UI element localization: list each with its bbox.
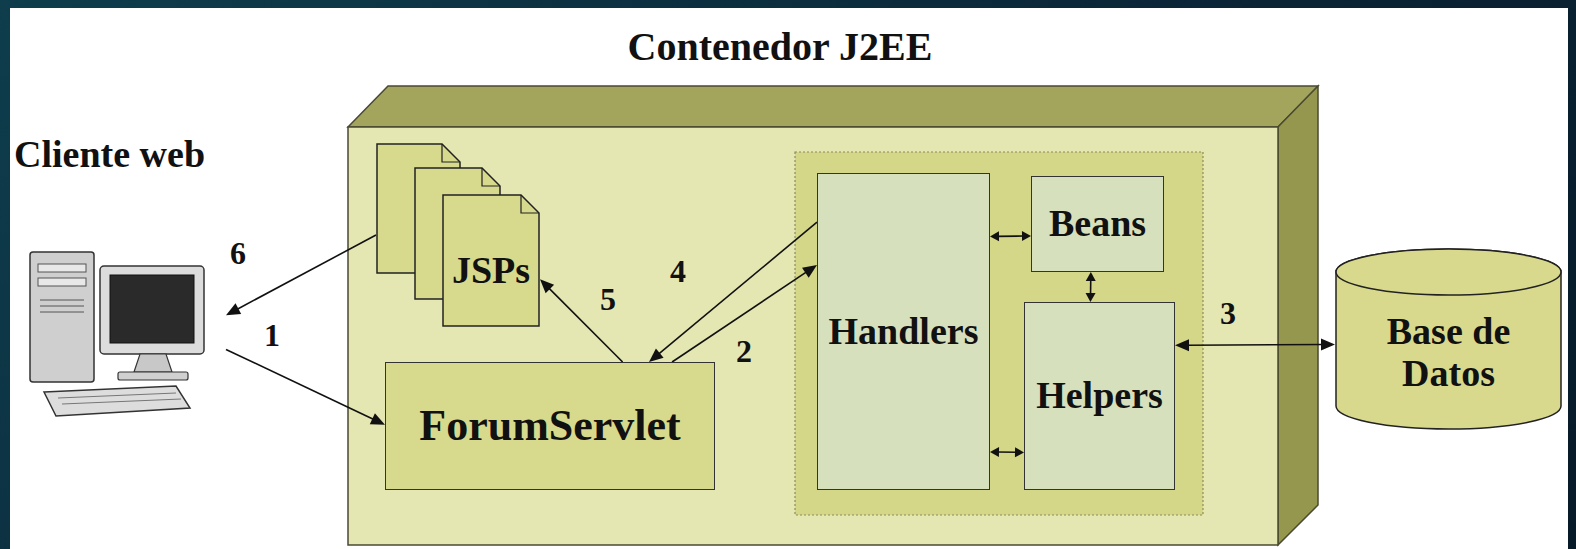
node-label: Contenedor J2EE: [348, 25, 1212, 69]
page-stack-outline: [376, 143, 540, 327]
page-text-area: JSPs: [443, 215, 539, 326]
step-number: 3: [1218, 296, 1238, 330]
jsp-pages: JSPs: [376, 143, 540, 327]
node-label: Base de Datos: [1369, 311, 1529, 395]
container-side-face: [1278, 86, 1318, 545]
container-box: Contenedor J2EEJSPsForumServletHandlersB…: [348, 127, 1278, 545]
computer-icon: [30, 252, 204, 416]
step-number: 2: [734, 334, 754, 368]
flow-arrow: [226, 349, 385, 424]
cylinder-text-area: Base de Datos: [1335, 292, 1562, 414]
flow-arrow: [649, 222, 817, 362]
flow-arrow: [990, 447, 1024, 457]
node-label: ForumServlet: [419, 402, 680, 450]
step-number: 6: [228, 236, 248, 270]
flow-arrow: [1086, 272, 1096, 302]
component-box: Handlers: [817, 173, 990, 490]
container-top-face: [348, 86, 1318, 127]
step-number: 5: [598, 282, 618, 316]
step-number: 1: [262, 318, 282, 352]
flow-arrow: [990, 231, 1031, 241]
node-label: Beans: [1049, 203, 1146, 245]
flow-arrow: [540, 279, 623, 362]
node-label: Helpers: [1036, 375, 1163, 417]
flow-arrow: [226, 235, 376, 315]
component-box: Beans: [1031, 176, 1164, 272]
component-box: Helpers: [1024, 302, 1175, 490]
container-front-face: [348, 127, 1278, 545]
logic-group-area: [795, 152, 1203, 515]
step-number: 4: [668, 254, 688, 288]
servlet-box: ForumServlet: [385, 362, 715, 490]
client-computer: Cliente web: [12, 130, 226, 415]
node-label: JSPs: [452, 250, 530, 292]
node-label: Handlers: [829, 311, 979, 353]
flow-arrow: [1175, 339, 1335, 352]
database-cylinder: Base de Datos: [1335, 248, 1562, 430]
node-label: Cliente web: [14, 134, 205, 176]
